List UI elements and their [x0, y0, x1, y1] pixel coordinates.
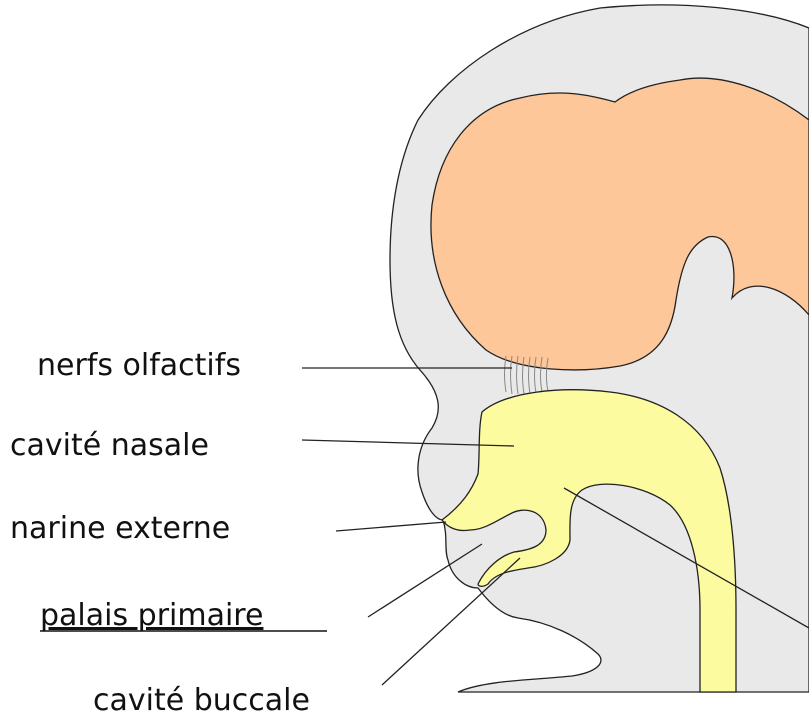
label-palais-primaire: palais primaire: [40, 598, 263, 633]
label-cavite-nasale: cavité nasale: [10, 428, 209, 463]
leader-cavite-buccale: [382, 558, 520, 685]
label-nerfs-olfactifs: nerfs olfactifs: [37, 348, 241, 383]
leader-narine-externe: [336, 522, 446, 531]
label-narine-externe: narine externe: [10, 511, 230, 546]
label-cavite-buccale: cavité buccale: [93, 683, 310, 718]
